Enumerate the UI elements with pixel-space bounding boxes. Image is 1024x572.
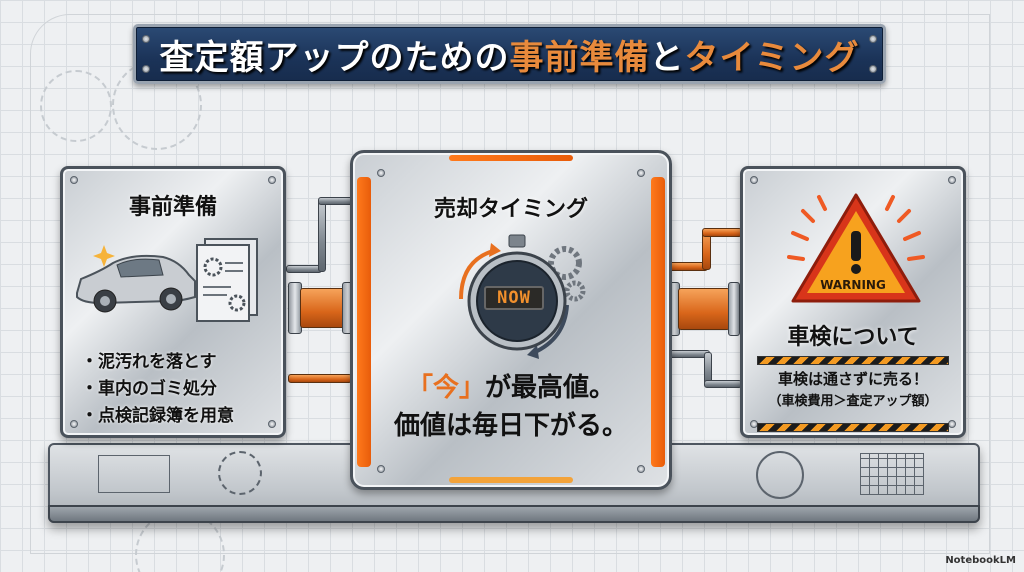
warning-icon	[787, 193, 925, 303]
background-frame	[30, 14, 990, 554]
connector-pipe	[318, 200, 326, 272]
car-icon	[76, 245, 196, 313]
page-title: 査定額アップのための事前準備とタイミング	[160, 30, 860, 79]
timing-line1-rest: が最高値。	[485, 373, 616, 403]
orange-rail-bottom	[449, 477, 573, 483]
timing-heading: 売却タイミング	[433, 197, 588, 222]
connector-data-pipe	[678, 288, 730, 330]
connector-coupler	[728, 282, 740, 336]
inspection-reason: （車検費用＞査定アップ額）	[768, 394, 938, 409]
title-part1: 査定額アップのための	[159, 37, 510, 78]
schematic-grid-icon	[860, 453, 924, 495]
preparation-panel: 事前準備 ・泥汚れを落とす ・車内のゴミ処分 ・点検記録簿を用意	[60, 166, 286, 438]
preparation-checklist: ・泥汚れを落とす ・車内のゴミ処分 ・点検記録簿を用意	[81, 349, 234, 430]
connector-pipe	[288, 374, 352, 383]
brand-watermark: NotebookLM	[945, 555, 1016, 566]
preparation-heading: 事前準備	[128, 195, 217, 220]
documents-icon	[196, 238, 258, 322]
connector-pipe	[286, 265, 322, 273]
inspection-panel: WARNING 車検について 車検は通さずに売る！ （車検費用＞査定アップ額）	[740, 166, 966, 438]
inspection-advice: 車検は通さずに売る！	[777, 370, 928, 388]
schematic-circle-icon	[756, 451, 804, 499]
background-gear-icon	[40, 70, 112, 142]
title-banner: 査定額アップのための事前準備とタイミング	[133, 24, 886, 84]
connector-pipe	[704, 380, 742, 388]
timing-panel: 売却タイミング NOW 「今」が最高値。 価値は毎日下がる。	[350, 150, 672, 490]
warning-label: WARNING	[820, 278, 886, 292]
title-accent-preparation: 事前準備	[509, 37, 650, 78]
checklist-item: ・点検記録簿を用意	[81, 406, 234, 426]
connector-pipe	[318, 197, 354, 205]
schematic-gear-icon	[218, 451, 262, 495]
hazard-stripe-bottom	[757, 423, 949, 432]
now-quote: 「今」	[406, 373, 485, 403]
orange-rail-right	[651, 177, 665, 467]
title-part2: と	[649, 37, 685, 78]
timing-message-line1: 「今」が最高値。	[353, 367, 669, 404]
schematic-document-icon	[98, 455, 170, 493]
now-display: NOW	[484, 286, 544, 310]
title-accent-timing: タイミング	[684, 37, 860, 78]
orange-rail-top	[449, 155, 573, 161]
connector-pipe	[702, 228, 742, 237]
timing-message-line2: 価値は毎日下がる。	[393, 411, 628, 441]
hazard-stripe-top	[757, 356, 949, 365]
inspection-heading: 車検について	[787, 325, 919, 350]
checklist-item: ・車内のゴミ処分	[81, 379, 217, 399]
orange-rail-left	[357, 177, 371, 467]
base-platform-edge	[48, 505, 980, 523]
checklist-item: ・泥汚れを落とす	[81, 352, 217, 372]
